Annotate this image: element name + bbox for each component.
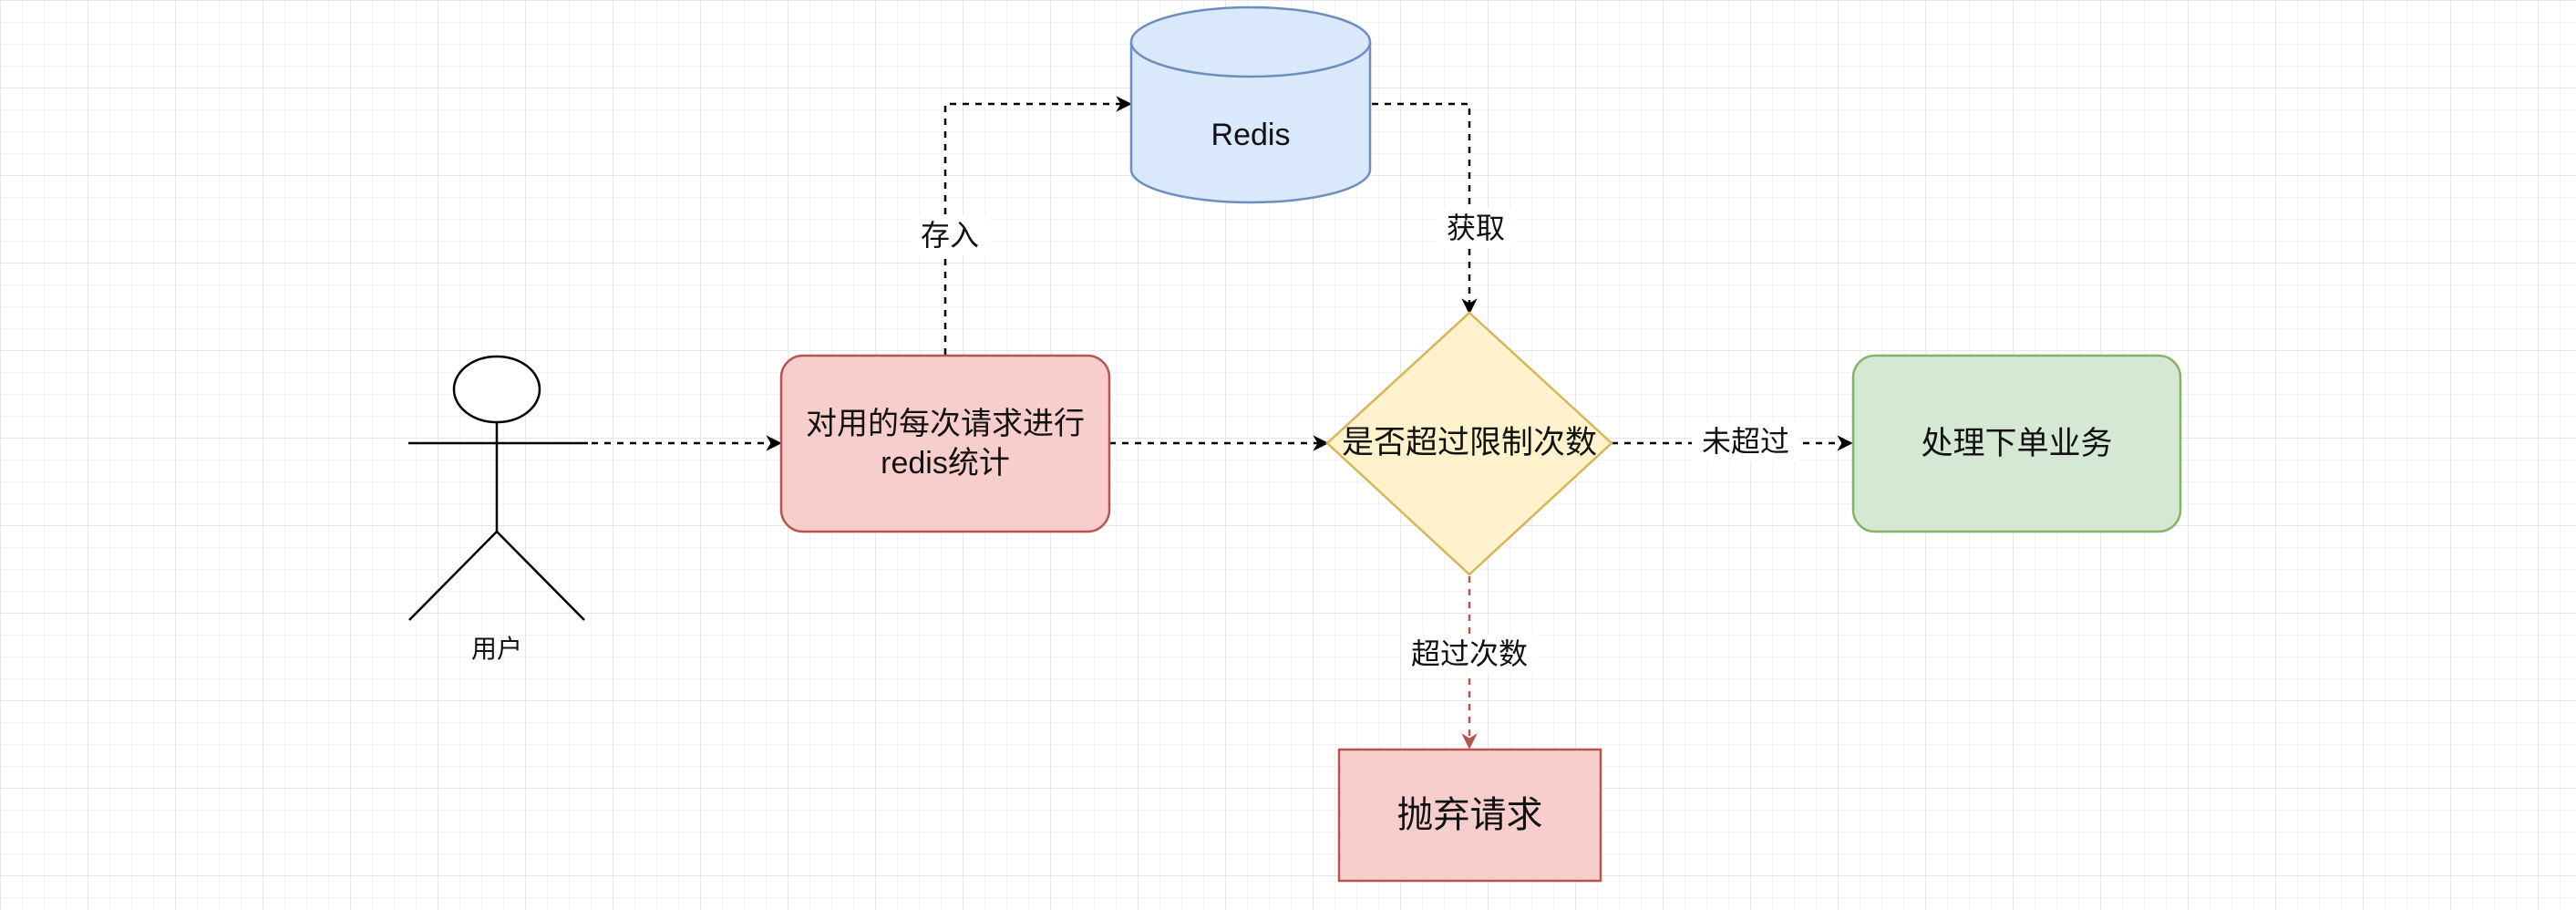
reject-request-box[interactable] xyxy=(1337,748,1602,883)
record-label: 对用的每次请求进行 redis统计 xyxy=(806,407,1085,481)
order-processing-box[interactable] xyxy=(1851,354,2182,533)
process-label: 处理下单业务 xyxy=(1921,425,2113,461)
user-actor-icon[interactable] xyxy=(408,355,588,621)
redis-database-cylinder[interactable] xyxy=(1129,5,1372,204)
edge-label-not-exceeded: 未超过 xyxy=(1692,421,1799,461)
limit-check-decision-diamond[interactable] xyxy=(1325,311,1613,576)
reject-label: 抛弃请求 xyxy=(1396,795,1543,835)
record-process-box[interactable] xyxy=(779,354,1111,533)
check-label: 是否超过限制次数 xyxy=(1341,425,1597,461)
edge-label-fetch: 获取 xyxy=(1436,208,1516,248)
edge-label-store: 存入 xyxy=(910,215,990,255)
edge-record-to-redis[interactable] xyxy=(943,96,1132,355)
redis-label: Redis xyxy=(1211,117,1291,152)
user-label: 用户 xyxy=(470,634,522,663)
edge-label-exceeded: 超过次数 xyxy=(1402,634,1537,674)
